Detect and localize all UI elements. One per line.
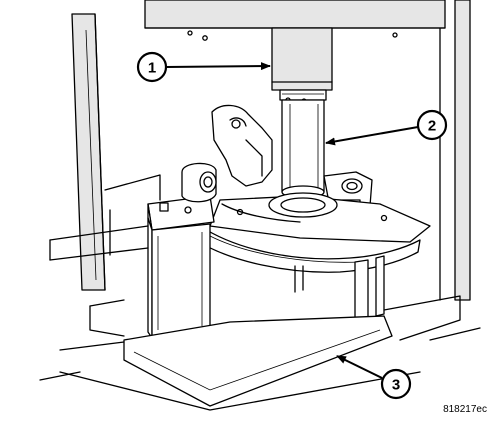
callout-2: 2 [325,109,448,146]
support-fixture [123,217,393,407]
installer-driver [281,99,325,199]
callout-2-label: 2 [428,118,436,135]
figure-id-label: 818217ec [443,404,487,415]
callout-3-label: 3 [392,377,400,394]
callout-1: 1 [136,51,271,83]
press-bed [39,225,481,411]
press-ram [271,27,333,104]
callout-1-label: 1 [148,60,156,77]
callout-3: 3 [336,355,412,400]
callout-2-circle [416,109,448,141]
press-frame [71,0,471,301]
steering-knuckle [209,104,431,243]
fixture-clamp [147,162,217,243]
callout-1-circle [136,51,168,83]
callout-3-circle [380,368,412,400]
